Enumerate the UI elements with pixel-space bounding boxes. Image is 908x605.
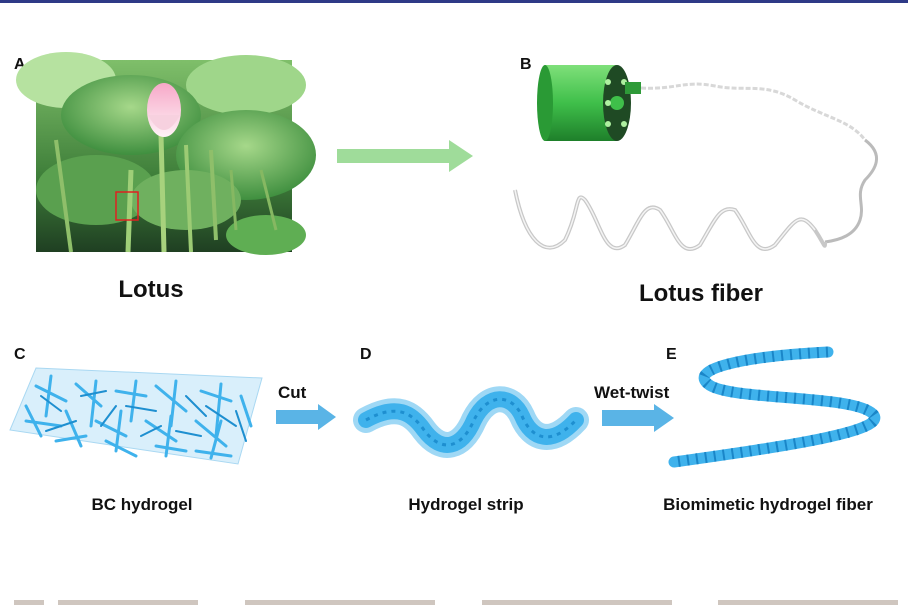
bottom-edge-strip: [0, 600, 908, 605]
panel-e-letter: E: [666, 346, 677, 363]
hydrogel-strip: [353, 386, 589, 458]
bc-hydrogel-block: [9, 367, 263, 465]
top-rule: [0, 0, 908, 3]
cut-arrow: [276, 404, 336, 430]
panel-d-caption: Hydrogel strip: [408, 495, 524, 514]
lotus-photo: [16, 52, 316, 255]
panel-c-caption: BC hydrogel: [91, 495, 193, 514]
cut-arrow-label: Cut: [278, 383, 307, 402]
panel-d-letter: D: [360, 346, 372, 363]
panel-a-letter: A: [14, 56, 26, 73]
wet-twist-arrow-label: Wet-twist: [594, 383, 670, 402]
panel-e-caption: Biomimetic hydrogel fiber: [663, 495, 873, 514]
highlight-box: [115, 191, 139, 221]
wet-twist-arrow: [602, 404, 674, 432]
panel-b-caption: Lotus fiber: [639, 280, 763, 307]
panel-b-letter: B: [520, 56, 532, 73]
panel-c-letter: C: [14, 346, 26, 363]
panel-a-caption: Lotus: [118, 276, 184, 303]
green-arrow: [337, 140, 473, 172]
lotus-fiber-illustration: [513, 65, 878, 251]
biomimetic-hydrogel-fiber: [668, 346, 881, 468]
